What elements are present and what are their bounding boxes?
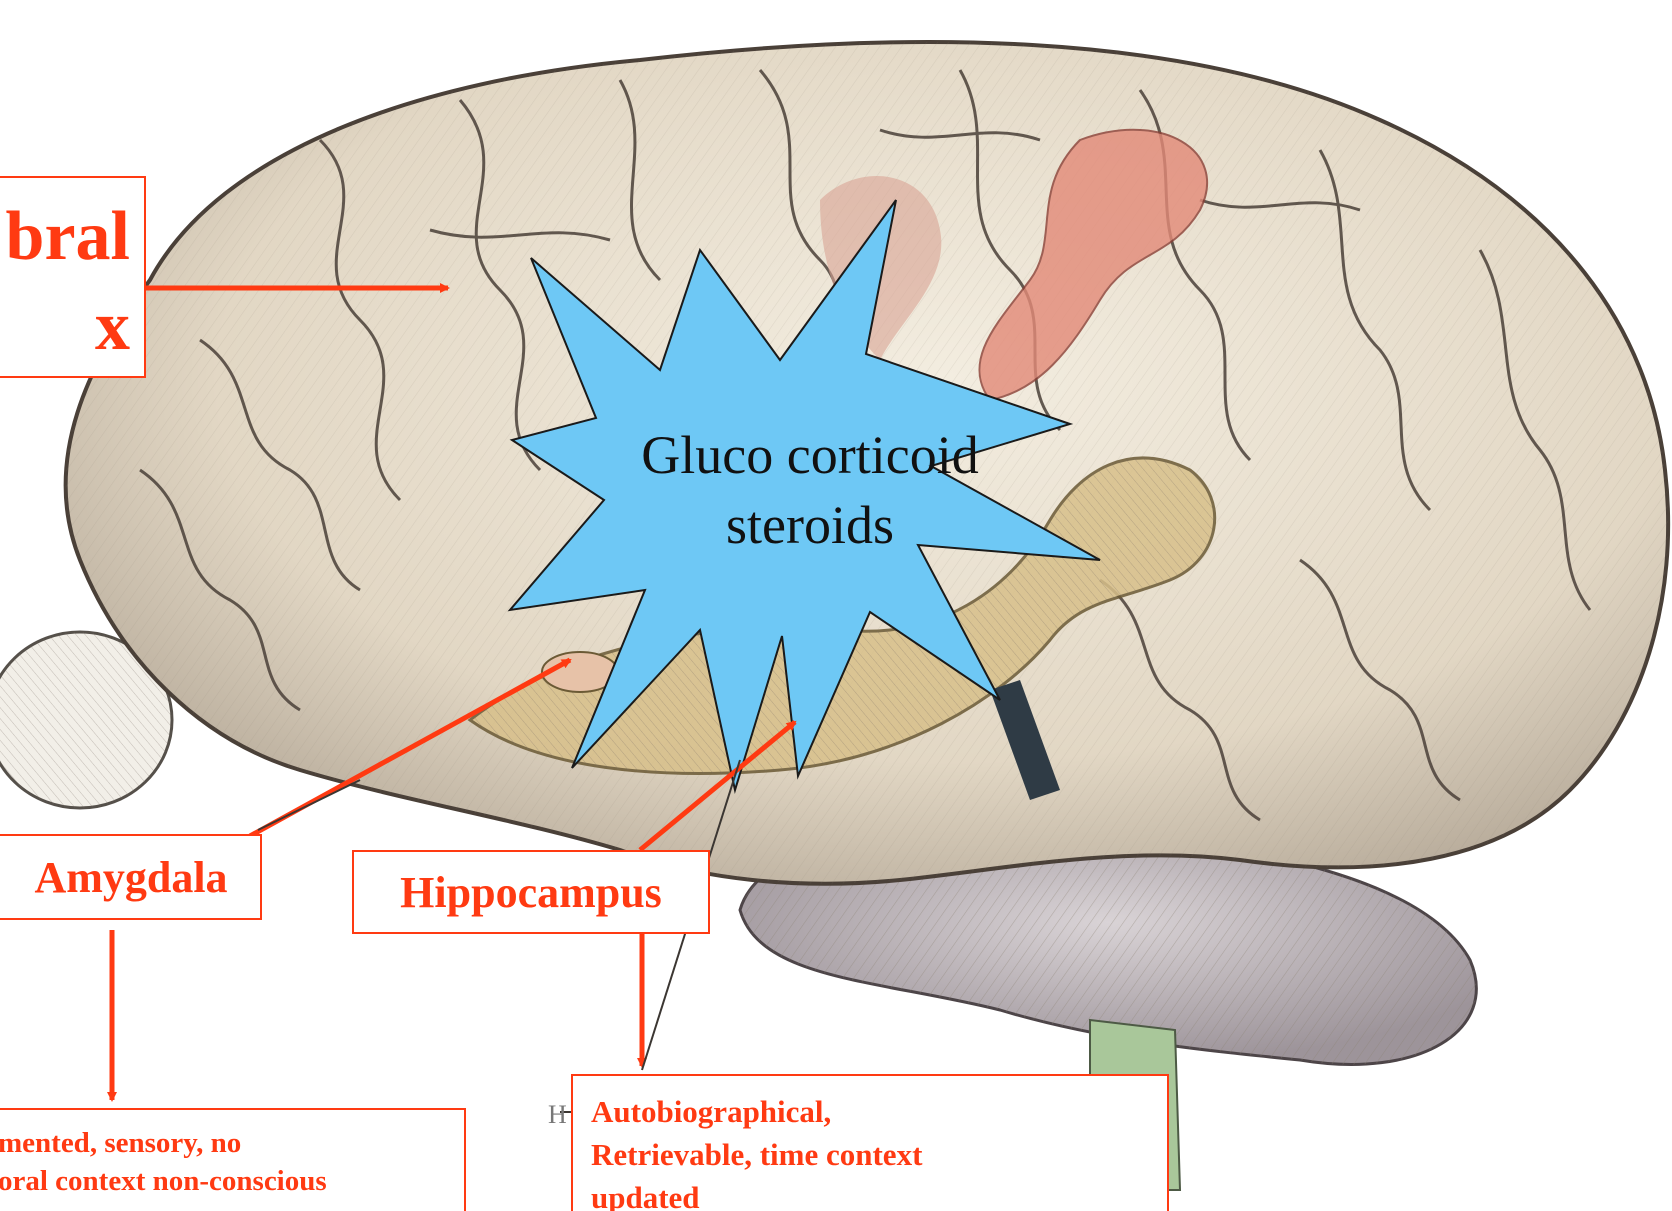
hippocampus-desc-line3: updated	[591, 1176, 1167, 1211]
background-letter: H	[548, 1100, 567, 1130]
hippocampus-label: Hippocampus	[352, 850, 710, 934]
starburst-line1: Gluco corticoid	[560, 420, 1060, 490]
amygdala-desc-line1: mented, sensory, no	[0, 1124, 464, 1162]
hippocampus-desc-line1: Autobiographical,	[591, 1090, 1167, 1133]
hippocampus-desc-line2: Retrievable, time context	[591, 1133, 1167, 1176]
starburst-line2: steroids	[560, 490, 1060, 560]
amygdala-desc-line2: oral context non-conscious	[0, 1162, 464, 1200]
hippocampus-description: Autobiographical, Retrievable, time cont…	[571, 1074, 1169, 1211]
amygdala-description: mented, sensory, no oral context non-con…	[0, 1108, 466, 1211]
amygdala-label: Amygdala	[0, 834, 262, 920]
starburst-label: Gluco corticoid steroids	[560, 420, 1060, 560]
cerebral-cortex-label: bral x	[0, 176, 146, 378]
cortex-label-line1: bral	[0, 192, 130, 282]
cortex-label-line2: x	[0, 282, 130, 372]
